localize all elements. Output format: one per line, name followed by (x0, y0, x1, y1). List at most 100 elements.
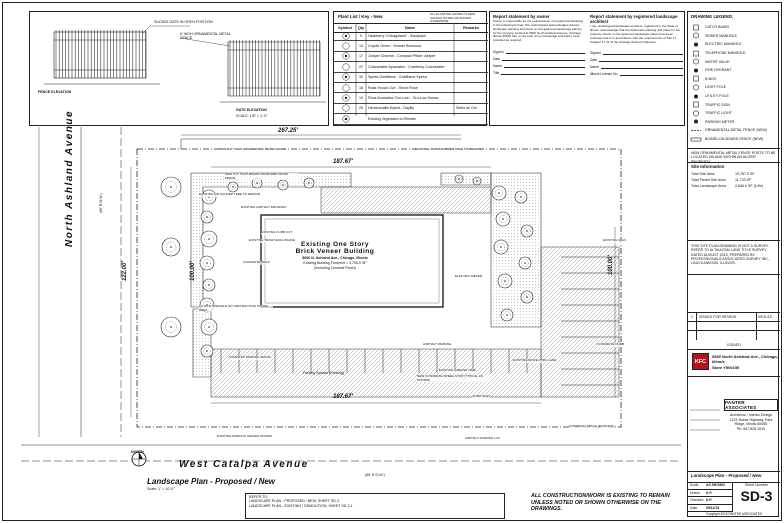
signature-field-label: Illinois License No. (590, 72, 619, 77)
street-south-row: (66' R.O.W.) (365, 473, 385, 477)
signature-field-line (620, 71, 683, 77)
revision-row (688, 321, 780, 331)
plant-qty: 30 (359, 75, 363, 80)
dim-top: 267.25' (278, 128, 298, 134)
sheet-meta-label: Drawn (690, 490, 700, 495)
plant-symbol (334, 32, 356, 40)
architect-statement-title: Report statement by registered landscape… (590, 14, 678, 25)
tree-icon (520, 290, 534, 304)
legend-item: FIRE HYDRANT (691, 66, 777, 75)
signature-field-line (502, 56, 585, 61)
legend-symbol-icon (693, 50, 699, 56)
plant-name: Rhus Aromatica 'Gro-Low' - Gro-Low Sumac (368, 96, 439, 101)
plan-callout: Existing Curb Cut (261, 230, 293, 235)
client-store: Store Y500155 (712, 365, 740, 370)
north-label: NORTH (131, 450, 144, 454)
header-remarks: Remarks (462, 26, 480, 30)
site-info-row: Total Landscape Area:2,846.0 SF (14%) (691, 184, 777, 190)
legend-item-label: PARKING METER (705, 119, 735, 124)
building-label: Existing One Story Brick Veneer Building… (265, 241, 405, 270)
signature-field[interactable]: Signed (590, 48, 683, 56)
plant-symbol-icon (342, 104, 350, 112)
legend-item-label: BOARD-ON-BOARD FENCE (NEW) (705, 137, 764, 142)
legend-item: TRAFFIC LIGHT (691, 109, 777, 118)
tree-icon (454, 174, 464, 184)
plant-symbol-icon (342, 32, 350, 40)
site-info-value: 2,846.0 SF (14%) (735, 184, 764, 188)
plant-qty: 19 (359, 96, 363, 101)
sheet-meta-row: Drawn K.P. (688, 490, 732, 497)
legend-symbol-icon (694, 68, 698, 73)
sheet-project-title: Landscape Plan - Proposed / New (691, 473, 762, 478)
legend-item-label: TELEPHONE MANHOLE (705, 51, 746, 56)
client-logo-text: KFC (694, 358, 707, 365)
plan-callout: Handicap Parking Space (229, 355, 271, 360)
tree-icon (495, 211, 511, 227)
plan-callout: EXISTING OR CALIPER TREE TO REMAIN (199, 192, 261, 197)
signature-field[interactable]: Illinois License No. (590, 69, 683, 77)
signature-field[interactable]: Title (493, 68, 585, 75)
signature-field-label: Date (493, 56, 501, 61)
plant-symbol-icon (342, 42, 350, 50)
signature-field[interactable]: Date (493, 54, 585, 61)
plant-qty: 25 (359, 106, 363, 111)
tree-icon (493, 239, 509, 255)
plan-title: Landscape Plan - Proposed / New (147, 477, 276, 486)
sheet-meta-value: 09/11/15 (706, 505, 720, 510)
plan-callout: Existing Sign (603, 238, 626, 243)
signature-field-label: Date (590, 58, 598, 63)
revision-no: 1 (688, 312, 697, 322)
plan-callout: Existing Drive-Thru Lane (513, 358, 557, 363)
plant-row: Existing Vegetation to Remain (334, 114, 488, 125)
legend-symbol-icon (693, 110, 699, 117)
plan-callout: Existing Asphalt Driveway (241, 205, 287, 210)
legend-item: PARKING METER (691, 118, 777, 127)
dim-inner-top: 187.67' (333, 159, 353, 165)
legend-symbol-icon (693, 24, 699, 31)
tree-icon (497, 273, 513, 289)
signature-field[interactable]: Signed (493, 47, 585, 54)
fence-elevation-title: FENCE ELEVATION (38, 90, 72, 94)
plant-symbol-icon (342, 73, 350, 81)
signature-field[interactable]: Name (493, 61, 585, 68)
legend-item: TRAFFIC SIGN (691, 100, 777, 109)
firm-name: PANTER ASSOCIATES (725, 400, 757, 410)
legend-item-label: UTILITY POLE (705, 94, 729, 99)
signature-field-label: Signed (493, 49, 504, 54)
plant-symbol (334, 104, 356, 112)
plan-callout: NEW 6'-0" HIGH BOARD-ON-BOARD WOOD FENCE (225, 172, 299, 181)
tree-icon (303, 177, 315, 189)
tree-icon (200, 210, 214, 224)
signature-field[interactable]: Name (590, 62, 683, 70)
legend-symbol-icon (694, 94, 698, 99)
plant-symbol (334, 63, 356, 71)
legend-item-label: WATER VALVE (705, 59, 730, 64)
street-west-catalpa: West Catalpa Avenue (179, 459, 309, 470)
plan-callout: Concrete Walk (243, 260, 270, 265)
signature-field-line (501, 70, 585, 75)
plant-list-title: Plant List / Key - New (338, 14, 383, 19)
plant-symbol-icon (342, 94, 350, 102)
plant-qty: 9 (360, 33, 362, 38)
legend-item-label: ELECTRIC MANHOLE (705, 42, 742, 47)
plant-name: Rosa 'Knock Out' - Shrub Rose (368, 85, 418, 90)
legend-item: WATER VALVE (691, 57, 777, 66)
sheet-meta-value: K.P. (706, 490, 713, 495)
plant-qty: 14 (359, 44, 363, 49)
legend-symbol-icon (693, 84, 699, 91)
signature-field-label: Name (590, 65, 600, 70)
firm-phone: Ph: 847.825.1910 (736, 427, 766, 431)
plant-qty: 17 (359, 54, 363, 59)
legend-symbol-icon (694, 42, 698, 47)
plant-row: 19 Rhus Aromatica 'Gro-Low' - Gro-Low Sum… (334, 93, 488, 104)
sheet-meta-label: Date (690, 505, 698, 510)
tree-icon (199, 255, 215, 271)
sheet-number: SD-3 (740, 488, 773, 505)
site-info-value: 11,733 SF (735, 178, 752, 182)
refer-to-block: REFER TO: LANDSCAPE PLAN - PROPOSED / NE… (245, 493, 505, 519)
tree-icon (500, 308, 514, 322)
signature-field[interactable]: Date (590, 55, 683, 63)
